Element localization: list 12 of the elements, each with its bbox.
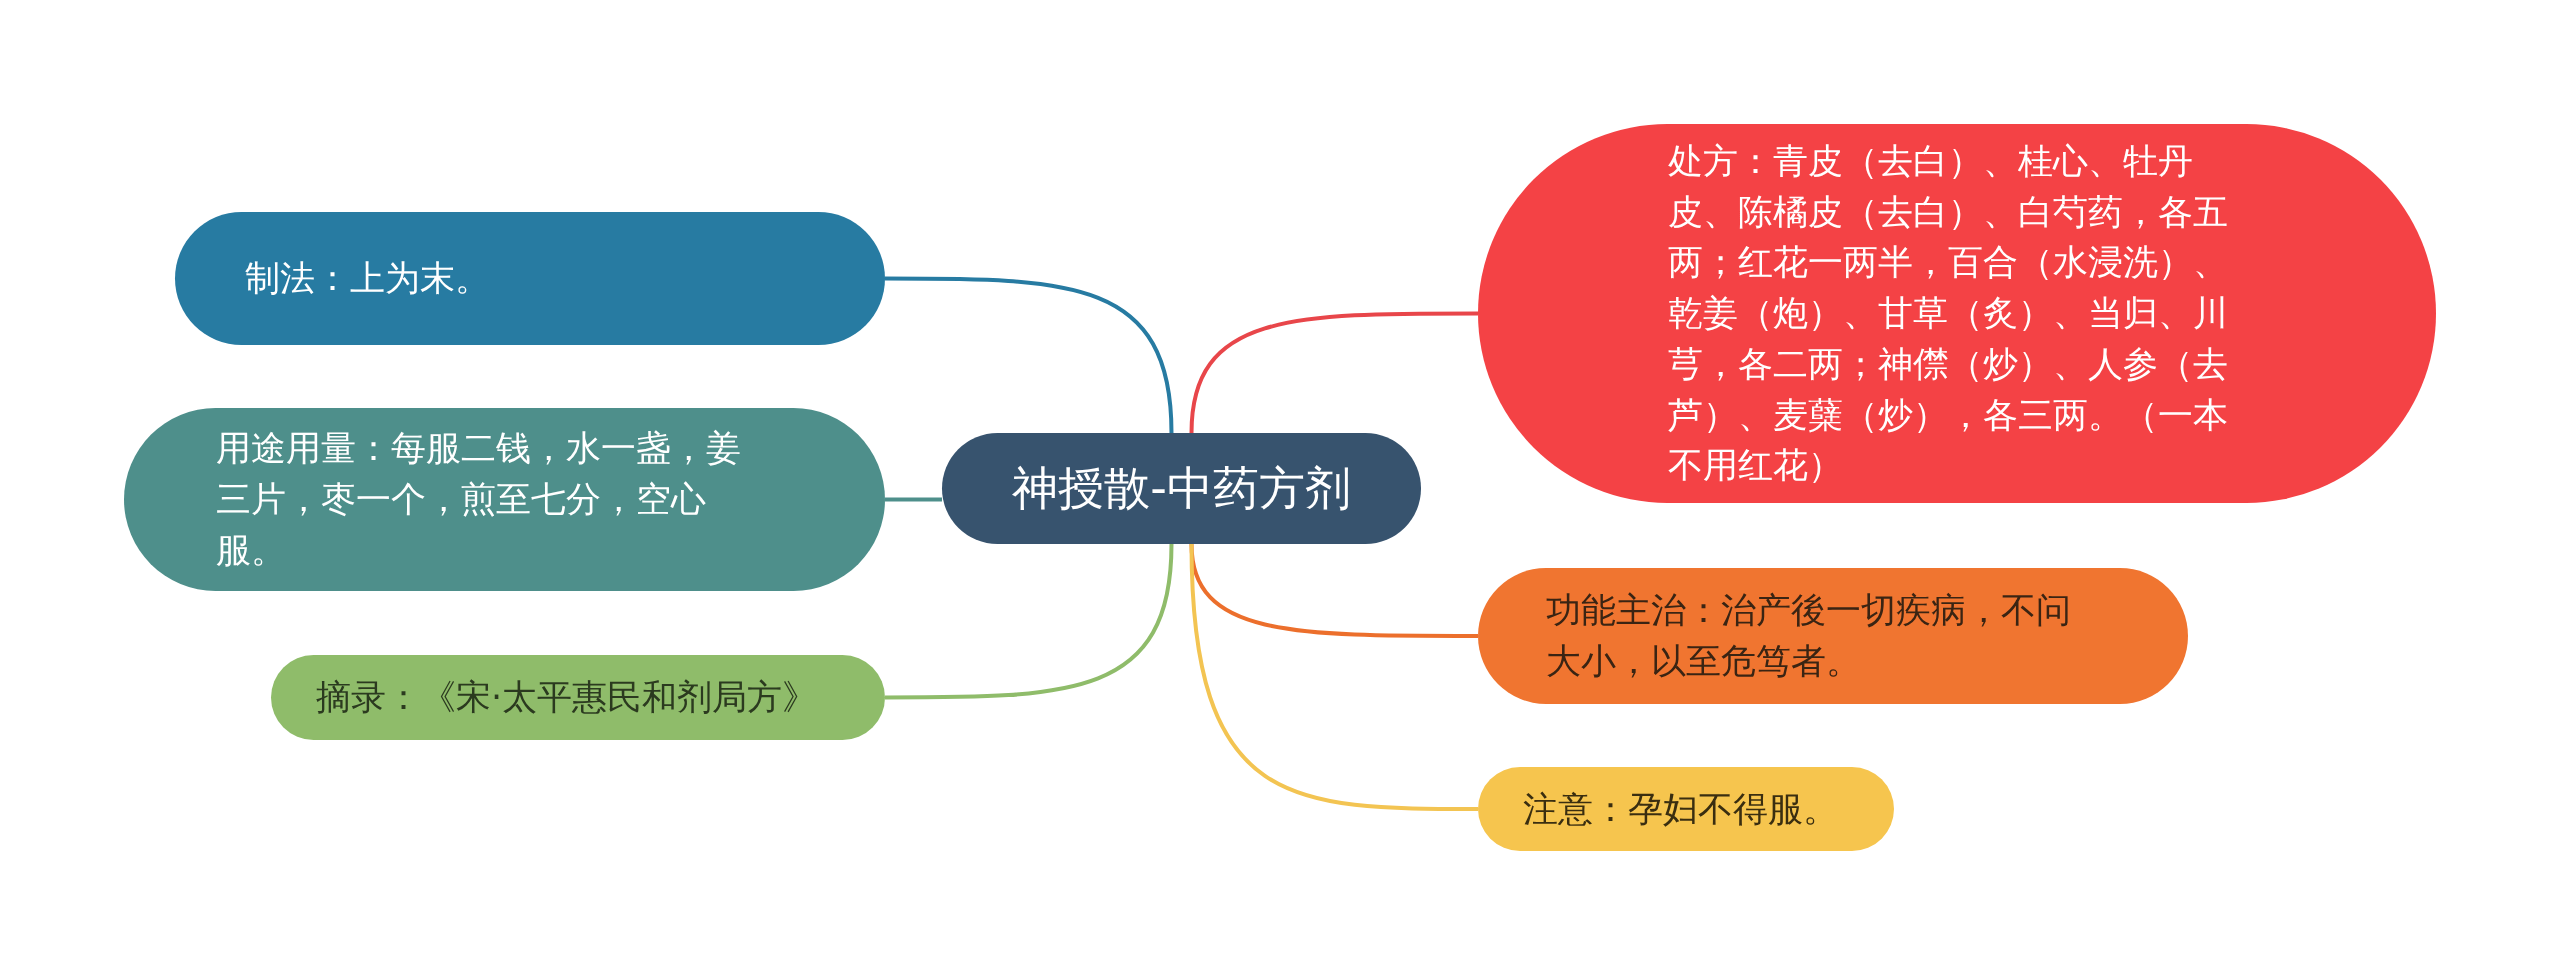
branch-line — [1189, 311, 1478, 434]
central-topic-title: 神授散-中药方剂 — [1012, 460, 1351, 518]
topic-text: 注意：孕妇不得服。 — [1523, 787, 1838, 831]
branch-line — [885, 543, 1174, 700]
topic-text: 制法：上为末。 — [245, 257, 490, 301]
topic-text: 功能主治：治产後一切疾病，不问大小，以至危笃者。 — [1546, 589, 2071, 683]
branch-line — [885, 497, 942, 502]
branch-line — [885, 276, 1174, 434]
topic-text: 摘录：《宋·太平惠民和剂局方》 — [316, 676, 818, 720]
topic-text: 处方：青皮（去白）、桂心、牡丹皮、陈橘皮（去白）、白芍药，各五两；红花一两半，百合（水浸洗）、乾姜（炮）、甘草（炙）、当归、川芎，各二两；神僸（炒）、人参（去芦）、麦蘖（炒），各三两。（一本不用红花） — [1668, 139, 2228, 488]
branch-line — [1189, 543, 1478, 811]
topic-text: 用途用量：每服二钱，水一盏，姜三片，枣一个，煎至七分，空心服。 — [216, 427, 741, 572]
